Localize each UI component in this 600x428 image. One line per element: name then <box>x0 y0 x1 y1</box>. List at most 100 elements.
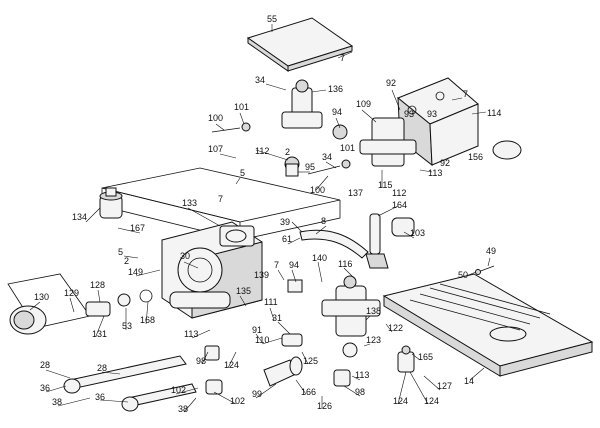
chassis-tray <box>382 273 594 377</box>
expansion-vessel <box>99 187 123 219</box>
callout-7: 7 <box>340 53 345 63</box>
callout-7: 7 <box>274 260 279 270</box>
leader-line <box>101 371 121 375</box>
fitting-165 <box>397 345 415 373</box>
callout-94: 94 <box>332 107 342 117</box>
callout-28: 28 <box>97 363 107 373</box>
callout-100: 100 <box>310 185 325 195</box>
callout-36: 36 <box>40 383 50 393</box>
leader-line <box>397 371 407 405</box>
leader-line <box>295 379 307 395</box>
leader-line <box>311 89 327 93</box>
leader-line <box>255 149 289 161</box>
callout-94: 94 <box>289 260 299 270</box>
callout-7: 7 <box>463 89 468 99</box>
leader-line <box>215 123 225 131</box>
callout-134: 134 <box>72 212 87 222</box>
leader-line <box>391 89 401 111</box>
callout-107: 107 <box>208 144 223 154</box>
callout-34: 34 <box>255 75 265 85</box>
pump-block <box>161 221 263 319</box>
curved-pipe-8 <box>299 229 369 259</box>
callout-130: 130 <box>34 292 49 302</box>
callout-149: 149 <box>128 267 143 277</box>
leader-line <box>343 267 355 279</box>
leader-line <box>335 117 341 129</box>
callout-123: 123 <box>366 335 381 345</box>
leader-line <box>187 207 221 227</box>
leader-line <box>97 289 101 303</box>
leader-line <box>409 371 429 405</box>
callout-116: 116 <box>338 259 352 269</box>
leader-line <box>411 353 421 361</box>
callout-5: 5 <box>240 168 245 178</box>
leader-line <box>315 175 329 191</box>
leader-line <box>183 261 199 269</box>
callout-7: 7 <box>218 194 223 204</box>
leader-line <box>201 351 209 365</box>
leader-line <box>363 343 371 347</box>
leader-line <box>239 112 245 125</box>
callout-2: 2 <box>124 256 129 266</box>
callout-109: 109 <box>356 99 371 109</box>
leader-line <box>351 375 361 381</box>
callout-101: 101 <box>340 143 355 153</box>
leader-line <box>287 237 301 245</box>
leader-line <box>291 269 297 283</box>
callout-14: 14 <box>464 376 474 386</box>
leader-line <box>219 153 237 159</box>
callout-128: 128 <box>90 280 105 290</box>
callout-99: 99 <box>252 389 262 399</box>
callout-95: 95 <box>305 162 315 172</box>
leader-line <box>235 177 241 185</box>
leader-line <box>255 333 263 343</box>
callout-50: 50 <box>458 270 468 280</box>
callout-113: 113 <box>184 329 198 339</box>
callout-122: 122 <box>388 323 403 333</box>
callout-138: 138 <box>366 306 381 316</box>
rod-116 <box>365 213 415 269</box>
callout-102: 102 <box>230 396 245 406</box>
callout-101: 101 <box>234 102 249 112</box>
callout-165: 165 <box>418 352 433 362</box>
callout-167: 167 <box>130 223 145 233</box>
leader-line <box>315 225 327 235</box>
callout-100: 100 <box>208 113 223 123</box>
leader-line <box>451 97 463 101</box>
callout-53: 53 <box>122 321 132 331</box>
leader-line <box>99 399 129 403</box>
callout-124: 124 <box>424 396 439 406</box>
callout-124: 124 <box>393 396 408 406</box>
leader-line <box>45 369 71 379</box>
callout-103: 103 <box>410 228 425 238</box>
leader-line <box>213 391 237 405</box>
callout-102: 102 <box>171 385 186 395</box>
bolts <box>211 122 351 175</box>
callout-55: 55 <box>267 14 277 24</box>
callout-110: 110 <box>255 335 269 345</box>
callout-61: 61 <box>282 234 292 244</box>
leader-line <box>183 397 197 413</box>
parts-layer <box>7 17 594 412</box>
callout-39: 39 <box>280 217 290 227</box>
callout-28: 28 <box>40 360 50 370</box>
leader-line <box>85 207 101 223</box>
callout-111: 111 <box>264 297 278 307</box>
callout-34: 34 <box>322 152 332 162</box>
callout-168: 168 <box>140 315 155 325</box>
leader-line <box>191 329 211 339</box>
leader-line <box>317 261 323 283</box>
callout-135: 135 <box>236 286 251 296</box>
callout-124: 124 <box>224 360 239 370</box>
callout-125: 125 <box>303 356 318 366</box>
callout-126: 126 <box>317 401 332 411</box>
callout-31: 31 <box>272 313 282 323</box>
callout-93: 93 <box>427 109 437 119</box>
leader-line <box>261 337 283 345</box>
callout-133: 133 <box>182 198 197 208</box>
callout-93: 93 <box>404 109 414 119</box>
centre-valve-assembly <box>287 275 381 358</box>
callout-114: 114 <box>487 108 501 118</box>
leader-line <box>69 297 75 313</box>
